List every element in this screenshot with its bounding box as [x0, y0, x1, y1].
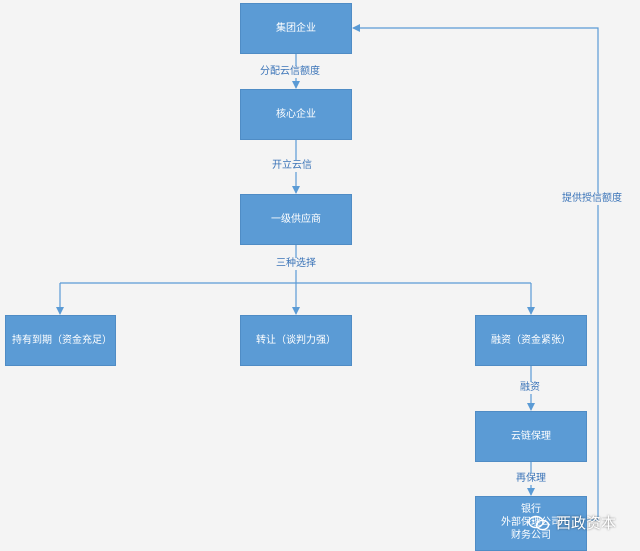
- edge-label-allocate: 分配云信额度: [258, 66, 322, 78]
- node-cloud-factoring: 云链保理: [475, 411, 587, 462]
- edge-label-issue: 开立云信: [270, 160, 314, 172]
- node-tier1-supplier: 一级供应商: [240, 194, 352, 245]
- edge-label-financing: 融资: [518, 382, 542, 394]
- watermark-text: 西政资本: [556, 514, 617, 532]
- watermark: 西政资本: [528, 512, 616, 533]
- node-financing: 融资（资金紧张）: [475, 315, 587, 366]
- node-bank-line-1: 银行: [521, 504, 541, 515]
- edge-label-credit-line: 提供授信额度: [560, 193, 624, 205]
- node-hold-to-maturity: 持有到期（资金充足）: [5, 315, 116, 366]
- wechat-icon: [528, 515, 550, 531]
- node-bank-line-3: 财务公司: [511, 530, 551, 541]
- node-core-enterprise: 核心企业: [240, 89, 352, 140]
- node-transfer: 转让（谈判力强）: [240, 315, 352, 366]
- node-group-enterprise: 集团企业: [240, 3, 352, 54]
- edge-credit-line: [352, 24, 599, 521]
- node-bank-line-2: 外部保理公司: [501, 517, 561, 528]
- edge-label-refactoring: 再保理: [514, 473, 548, 485]
- edge-label-three-choices: 三种选择: [274, 258, 318, 270]
